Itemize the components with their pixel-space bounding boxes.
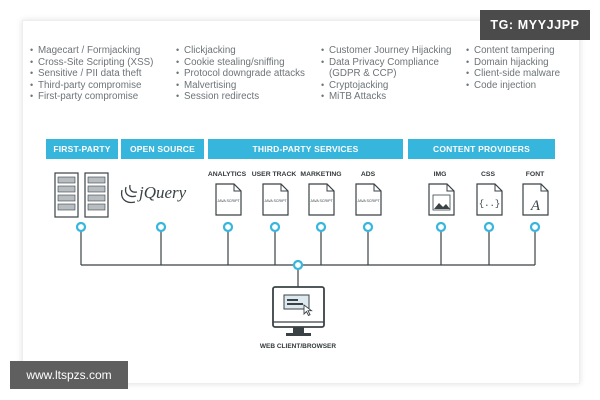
threat-item: •Client-side malware xyxy=(466,68,561,80)
javascript-doc-icon: JAVA SCRIPT xyxy=(355,183,382,216)
css-file-icon: {..} xyxy=(476,183,503,216)
threat-item: •Content tampering xyxy=(466,45,555,56)
connection-nodes xyxy=(75,221,541,271)
javascript-doc-icon: JAVA SCRIPT xyxy=(215,183,242,216)
doc-label: JAVA SCRIPT xyxy=(264,199,287,203)
threat-item: •Malvertising xyxy=(176,79,237,91)
threat-item-continued: (GDPR & CCP) xyxy=(329,68,397,80)
svg-text:A: A xyxy=(530,198,541,214)
doc-label: JAVA SCRIPT xyxy=(357,199,380,203)
threat-item: •Magecart / Formjacking xyxy=(30,45,141,56)
watermark: www.ltspzs.com xyxy=(10,361,128,389)
header-third-party-services: THIRD-PARTY SERVICES xyxy=(208,139,403,159)
threat-item: •Cross-Site Scripting (XSS) xyxy=(30,56,154,68)
threat-item: •Session redirects xyxy=(176,91,260,103)
javascript-doc-icon: JAVA SCRIPT xyxy=(262,183,289,216)
label-css: CSS xyxy=(481,171,495,178)
threat-item: •Third-party compromise xyxy=(30,79,142,91)
web-client-label: WEB CLIENT/BROWSER xyxy=(259,343,337,350)
connector-lines xyxy=(80,227,536,287)
label-analytics: ANALYTICS xyxy=(207,171,247,178)
jquery-wordmark: jQuery xyxy=(137,183,187,202)
jquery-logo-icon xyxy=(120,184,138,204)
threat-column-4: •Content tampering •Domain hijacking •Cl… xyxy=(466,45,560,91)
header-first-party: FIRST-PARTY xyxy=(46,139,118,159)
threat-item: •Domain hijacking xyxy=(466,56,549,68)
label-ads: ADS xyxy=(360,171,376,178)
threat-item: •First-party compromise xyxy=(30,91,139,103)
threat-item: •Cookie stealing/sniffing xyxy=(176,56,285,68)
threat-item: •Customer Journey Hijacking xyxy=(321,45,452,56)
threat-item: •Data Privacy Compliance xyxy=(321,56,439,68)
telegram-tag: TG: MYYJJPP xyxy=(480,10,590,40)
javascript-doc-icon: JAVA SCRIPT xyxy=(308,183,335,216)
threat-item: •Clickjacking xyxy=(176,45,236,56)
threat-column-1: •Magecart / Formjacking •Cross-Site Scri… xyxy=(30,45,153,103)
svg-text:{..}: {..} xyxy=(479,199,501,209)
label-font: FONT xyxy=(525,171,545,178)
threat-item: •Cryptojacking xyxy=(321,79,389,91)
label-marketing: MARKETING xyxy=(300,171,342,178)
header-open-source: OPEN SOURCE xyxy=(121,139,204,159)
threat-column-3: •Customer Journey Hijacking •Data Privac… xyxy=(321,45,452,103)
font-file-icon: A xyxy=(522,183,549,216)
doc-label: JAVA SCRIPT xyxy=(310,199,333,203)
doc-label: JAVA SCRIPT xyxy=(217,199,240,203)
image-file-icon xyxy=(428,183,455,216)
server-icon xyxy=(54,172,79,218)
monitor-icon xyxy=(272,286,325,336)
threat-item: •Protocol downgrade attacks xyxy=(176,68,305,80)
threat-item: •Code injection xyxy=(466,79,537,91)
threat-item: •MiTB Attacks xyxy=(321,91,387,103)
threat-column-2: •Clickjacking •Cookie stealing/sniffing … xyxy=(176,45,305,103)
server-icon xyxy=(84,172,109,218)
label-img: IMG xyxy=(433,171,447,178)
threat-item: •Sensitive / PII data theft xyxy=(30,68,142,80)
header-content-providers: CONTENT PROVIDERS xyxy=(408,139,555,159)
label-user-track: USER TRACK xyxy=(251,171,297,178)
